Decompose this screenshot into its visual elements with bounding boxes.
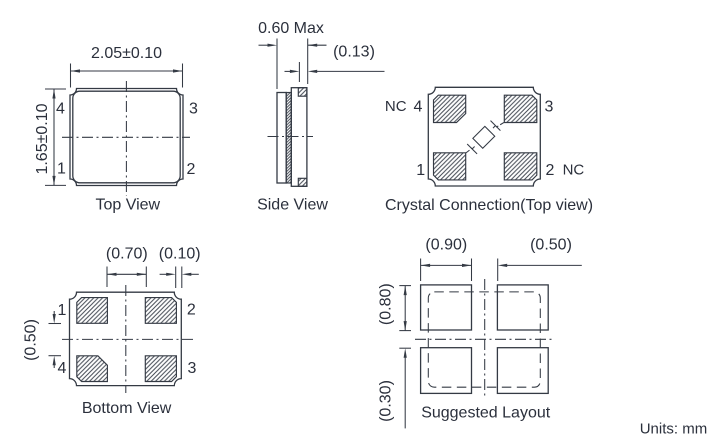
svg-text:Top View: Top View [95, 197, 160, 214]
svg-text:2: 2 [187, 161, 196, 178]
svg-text:1: 1 [58, 302, 67, 319]
svg-text:1: 1 [416, 162, 425, 179]
svg-text:1.65±0.10: 1.65±0.10 [34, 103, 51, 174]
svg-text:(0.10): (0.10) [159, 246, 201, 263]
svg-text:2: 2 [545, 162, 554, 179]
svg-text:Units: mm: Units: mm [640, 421, 708, 438]
svg-text:3: 3 [189, 101, 198, 118]
svg-text:0.60 Max: 0.60 Max [258, 20, 324, 37]
svg-text:2: 2 [187, 302, 196, 319]
svg-text:2.05±0.10: 2.05±0.10 [91, 45, 162, 62]
svg-text:(0.90): (0.90) [425, 237, 467, 254]
svg-text:(0.70): (0.70) [106, 246, 148, 263]
svg-text:4: 4 [58, 360, 67, 377]
svg-text:Side View: Side View [257, 197, 328, 214]
svg-text:NC: NC [385, 98, 407, 115]
svg-text:(0.50): (0.50) [530, 237, 572, 254]
svg-text:3: 3 [188, 360, 197, 377]
svg-text:1: 1 [57, 161, 66, 178]
svg-text:4: 4 [56, 101, 65, 118]
svg-text:Bottom View: Bottom View [82, 400, 172, 417]
svg-text:Suggested Layout: Suggested Layout [421, 405, 551, 422]
svg-text:(0.50): (0.50) [23, 319, 40, 361]
svg-text:3: 3 [545, 98, 554, 115]
svg-text:Crystal Connection(Top view): Crystal Connection(Top view) [385, 197, 593, 214]
svg-text:(0.30): (0.30) [378, 380, 395, 422]
svg-text:4: 4 [414, 98, 423, 115]
svg-text:(0.80): (0.80) [378, 283, 395, 325]
svg-text:(0.13): (0.13) [333, 44, 375, 61]
svg-text:NC: NC [563, 162, 585, 179]
